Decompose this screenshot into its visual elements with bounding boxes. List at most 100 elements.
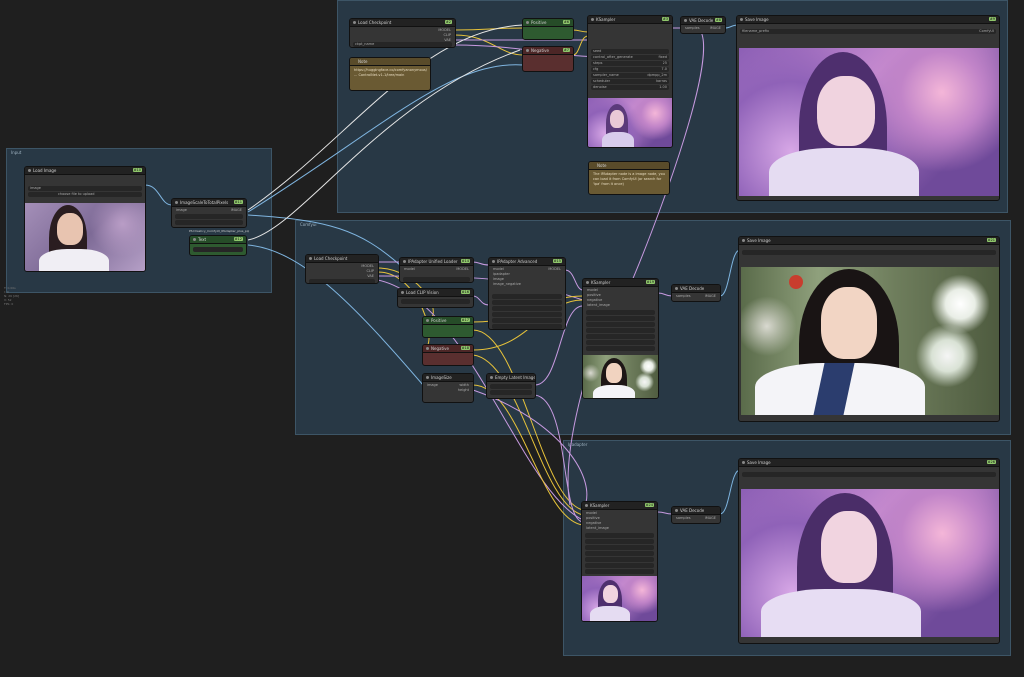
positive-prompt-node-2[interactable]: Positive#17 <box>422 316 474 338</box>
empty-latent-image-node[interactable]: Empty Latent Image <box>486 373 536 399</box>
ckpt-name-widget[interactable] <box>309 279 375 283</box>
node-collapse-dot[interactable] <box>675 287 678 290</box>
image-select-widget[interactable]: image <box>28 186 142 191</box>
note-node-2[interactable]: Note The IPAdapter node is a image node,… <box>588 161 670 195</box>
node-collapse-dot[interactable] <box>742 461 745 464</box>
scheduler-widget[interactable] <box>586 340 655 345</box>
output-label[interactable]: IMAGE <box>709 26 721 30</box>
node-collapse-dot[interactable] <box>740 18 743 21</box>
text-widget[interactable] <box>193 247 243 252</box>
note-node[interactable]: Note https://huggingface.co/comfyanonymo… <box>349 57 431 91</box>
cfg-widget[interactable] <box>586 328 655 333</box>
weight-widget[interactable] <box>492 294 562 299</box>
node-collapse-dot[interactable] <box>193 238 196 241</box>
input-label[interactable]: latent_image <box>586 526 609 530</box>
node-collapse-dot[interactable] <box>492 260 495 263</box>
input-label[interactable]: model <box>404 267 415 271</box>
input-label[interactable]: ipadapter <box>493 272 510 276</box>
node-collapse-dot[interactable] <box>353 21 356 24</box>
filename-prefix-widget[interactable] <box>742 250 996 255</box>
node-collapse-dot[interactable] <box>526 21 529 24</box>
input-label[interactable]: samples <box>676 516 691 520</box>
input-label[interactable]: model <box>586 511 597 515</box>
output-label[interactable]: IMAGE <box>230 208 242 212</box>
output-label[interactable]: height <box>457 388 469 392</box>
load-clip-vision-node[interactable]: Load CLIP Vision#16 <box>397 288 474 308</box>
negative-prompt-node-2[interactable]: Negative#18 <box>422 344 474 366</box>
node-collapse-dot[interactable] <box>28 169 31 172</box>
node-collapse-dot[interactable] <box>401 291 404 294</box>
input-label[interactable]: samples <box>685 26 700 30</box>
steps-widget[interactable] <box>586 322 655 327</box>
ksampler-node-2[interactable]: KSampler#19 model positive negative late… <box>582 278 659 399</box>
node-collapse-dot[interactable] <box>591 18 594 21</box>
positive-prompt-node[interactable]: Positive#6 <box>522 18 574 40</box>
input-label[interactable]: negative <box>586 521 602 525</box>
load-image-node[interactable]: Load Image#10 image choose file to uploa… <box>24 166 146 272</box>
negative-prompt-node[interactable]: Negative#7 <box>522 46 574 72</box>
embeds-scaling-widget[interactable] <box>492 324 562 329</box>
control-widget[interactable] <box>585 539 654 544</box>
note-text[interactable]: The IPAdapter node is a image node, you … <box>593 172 665 186</box>
seed-widget[interactable]: seed <box>591 49 669 54</box>
scheduler-widget[interactable] <box>585 563 654 568</box>
output-label[interactable]: MODEL <box>548 267 561 271</box>
input-label[interactable]: image_negative <box>493 282 521 286</box>
input-label[interactable]: negative <box>587 298 603 302</box>
ksampler-node-3[interactable]: KSampler#24 model positive negative late… <box>581 501 658 622</box>
input-label[interactable]: latent_image <box>587 303 610 307</box>
load-checkpoint-node[interactable]: Load Checkpoint#2 MODEL CLIP VAE ckpt_na… <box>349 18 456 48</box>
node-collapse-dot[interactable] <box>403 260 406 263</box>
save-image-node-2[interactable]: Save Image#21 <box>738 236 1000 422</box>
output-label[interactable]: IMAGE <box>704 516 716 520</box>
height-widget[interactable] <box>490 390 532 395</box>
output-label[interactable]: CLIP <box>443 33 451 37</box>
control-widget[interactable] <box>586 316 655 321</box>
input-label[interactable]: model <box>587 288 598 292</box>
node-collapse-dot[interactable] <box>586 281 589 284</box>
node-collapse-dot[interactable] <box>490 376 493 379</box>
output-label[interactable]: width <box>459 383 469 387</box>
preset-widget[interactable] <box>403 277 470 282</box>
node-collapse-dot[interactable] <box>175 201 178 204</box>
end-at-widget[interactable] <box>492 318 562 323</box>
ckpt-name-widget[interactable]: ckpt_name <box>353 42 452 47</box>
input-label[interactable]: model <box>493 267 504 271</box>
combine-embeds-widget[interactable] <box>492 306 562 311</box>
output-label[interactable]: MODEL <box>456 267 469 271</box>
load-checkpoint-node-2[interactable]: Load Checkpoint MODEL CLIP VAE <box>305 254 379 284</box>
output-label[interactable]: IMAGE <box>704 294 716 298</box>
weight-type-widget[interactable] <box>492 300 562 305</box>
width-widget[interactable] <box>490 384 532 389</box>
output-label[interactable]: MODEL <box>361 264 374 268</box>
denoise-widget[interactable] <box>586 346 655 351</box>
output-label[interactable]: VAE <box>444 38 451 42</box>
note-text[interactable]: https://huggingface.co/comfyanonymous/ .… <box>354 68 427 77</box>
node-collapse-dot[interactable] <box>585 504 588 507</box>
filename-prefix-widget[interactable] <box>742 472 996 477</box>
sampler-widget[interactable] <box>586 334 655 339</box>
node-collapse-dot[interactable] <box>526 49 529 52</box>
cfg-widget[interactable] <box>585 551 654 556</box>
node-collapse-dot[interactable] <box>684 19 687 22</box>
node-collapse-dot[interactable] <box>426 319 429 322</box>
seed-widget[interactable] <box>585 533 654 538</box>
input-label[interactable]: positive <box>586 516 600 520</box>
output-label[interactable]: VAE <box>367 274 374 278</box>
save-image-node-3[interactable]: Save Image#26 <box>738 458 1000 644</box>
start-at-widget[interactable] <box>492 312 562 317</box>
output-label[interactable]: CLIP <box>366 269 374 273</box>
node-collapse-dot[interactable] <box>742 239 745 242</box>
